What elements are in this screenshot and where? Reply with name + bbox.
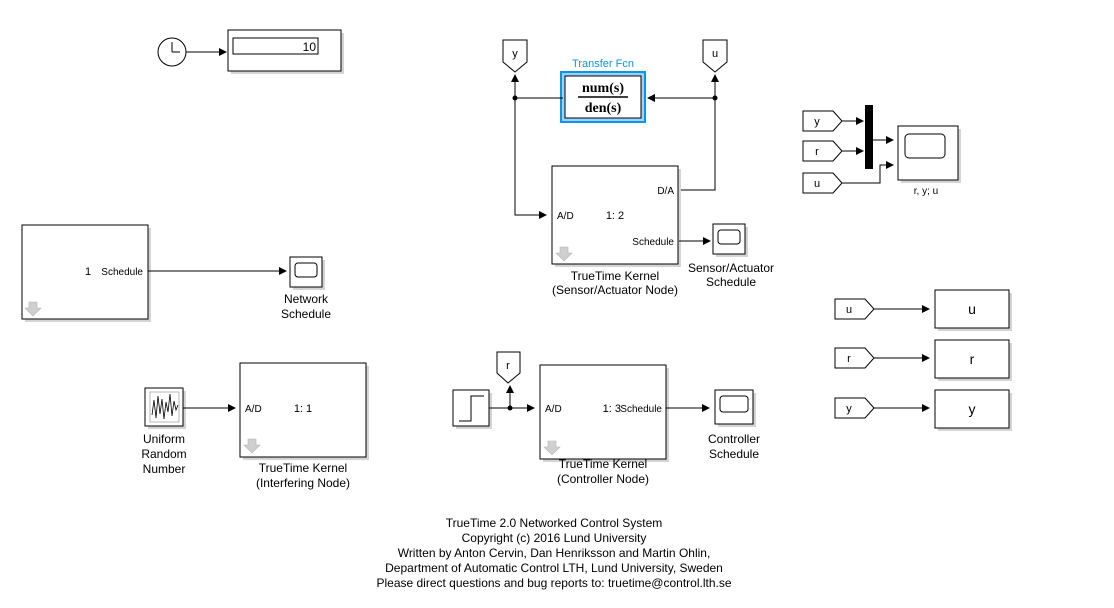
svg-text:r: r [847, 353, 851, 365]
sensor-schedule-port: Schedule [632, 237, 674, 248]
from-tag-mux-u[interactable]: u [802, 172, 843, 194]
footer-line-2: Copyright (c) 2016 Lund University [462, 531, 647, 545]
svg-text:u: u [712, 48, 718, 60]
svg-text:r: r [506, 360, 510, 372]
random-caption-1: Uniform [143, 432, 185, 446]
footer-line-3: Written by Anton Cervin, Dan Henriksson … [398, 546, 711, 560]
sensor-da-port: D/A [657, 186, 674, 197]
goto-tag-r[interactable]: r [496, 351, 521, 384]
transfer-fcn-denominator: den(s) [585, 101, 622, 116]
network-block[interactable]: 1 Schedule [21, 224, 151, 322]
goto-tag-y[interactable]: y [502, 39, 528, 73]
step-block[interactable] [452, 389, 492, 429]
controller-kernel-block[interactable]: A/D 1: 3 Schedule [539, 364, 669, 462]
sensor-schedule-scope[interactable] [712, 223, 748, 257]
network-node-id: 1 [85, 266, 91, 278]
interfering-node-id: 1: 1 [294, 403, 312, 415]
mux-block[interactable] [865, 105, 873, 169]
scope-screen-icon [719, 395, 749, 413]
scope-ryu-block[interactable] [897, 125, 961, 183]
scope-ryu-label: r, y; u [914, 186, 938, 197]
goto-tag-u[interactable]: u [702, 39, 728, 73]
interfering-caption-2: (Interfering Node) [256, 476, 350, 490]
scope-screen-icon [294, 262, 318, 278]
step-signal-wires[interactable] [489, 385, 535, 412]
transfer-fcn-label: Transfer Fcn [572, 58, 634, 70]
svg-text:r: r [815, 146, 819, 158]
mux-wires[interactable] [842, 117, 894, 184]
transfer-fcn-block[interactable]: num(s) den(s) [560, 71, 646, 123]
workspace-block-u[interactable]: u [934, 289, 1012, 331]
model-annotation: TrueTime 2.0 Networked Control System Co… [376, 516, 731, 590]
sensor-ad-port: A/D [557, 211, 574, 222]
footer-line-5: Please direct questions and bug reports … [376, 576, 731, 590]
footer-line-1: TrueTime 2.0 Networked Control System [446, 516, 663, 530]
controller-node-id: 1: 3 [603, 403, 621, 415]
display-block[interactable]: 10 [227, 29, 344, 74]
sensor-node-id: 1: 2 [606, 210, 624, 222]
random-caption-3: Number [143, 462, 186, 476]
sensor-kernel-caption-1: TrueTime Kernel [571, 269, 659, 283]
controller-scope-caption-2: Schedule [709, 447, 759, 461]
from-tag-mux-r[interactable]: r [802, 140, 843, 162]
controller-scope-caption-1: Controller [708, 432, 760, 446]
sensor-kernel-caption-2: (Sensor/Actuator Node) [552, 283, 678, 297]
from-tag-out-y[interactable]: y [834, 397, 875, 419]
controller-caption-2: (Controller Node) [557, 472, 649, 486]
svg-text:u: u [968, 301, 976, 317]
network-scope-caption-1: Network [284, 292, 329, 306]
scope-screen-icon [717, 229, 741, 245]
interfering-kernel-block[interactable]: A/D 1: 1 [239, 362, 369, 460]
interfering-caption-1: TrueTime Kernel [259, 461, 347, 475]
interfering-ad-port: A/D [245, 404, 262, 415]
controller-schedule-port: Schedule [620, 404, 662, 415]
network-schedule-scope[interactable] [289, 256, 325, 290]
svg-text:y: y [512, 48, 518, 60]
controller-ad-port: A/D [545, 404, 562, 415]
svg-text:u: u [846, 304, 852, 316]
svg-text:y: y [814, 116, 820, 128]
scope-screen-icon [904, 133, 946, 159]
network-schedule-port: Schedule [101, 267, 143, 278]
transfer-fcn-numerator: num(s) [582, 81, 624, 96]
uniform-random-block[interactable] [144, 387, 186, 429]
controller-schedule-scope[interactable] [714, 389, 756, 427]
sensor-scope-caption-1: Sensor/Actuator [688, 261, 774, 275]
workspace-block-y[interactable]: y [934, 389, 1012, 431]
plant-signal-wires[interactable] [511, 74, 719, 219]
controller-caption-1: TrueTime Kernel [559, 457, 647, 471]
random-signal-icon [151, 393, 179, 420]
display-value: 10 [303, 40, 317, 54]
sensor-scope-caption-2: Schedule [706, 275, 756, 289]
svg-text:r: r [970, 351, 975, 367]
workspace-block-r[interactable]: r [934, 339, 1012, 381]
sensor-actuator-kernel-block[interactable]: A/D D/A Schedule 1: 2 [551, 165, 681, 267]
network-scope-caption-2: Schedule [281, 307, 331, 321]
clock-block[interactable] [157, 37, 187, 67]
from-tag-out-r[interactable]: r [834, 347, 875, 369]
svg-text:u: u [814, 178, 820, 190]
from-tag-out-u[interactable]: u [834, 298, 875, 320]
svg-text:y: y [969, 401, 976, 417]
svg-text:y: y [846, 403, 852, 415]
from-tag-mux-y[interactable]: y [802, 110, 843, 132]
random-caption-2: Random [141, 447, 186, 461]
step-icon [459, 395, 484, 422]
footer-line-4: Department of Automatic Control LTH, Lun… [385, 561, 723, 575]
